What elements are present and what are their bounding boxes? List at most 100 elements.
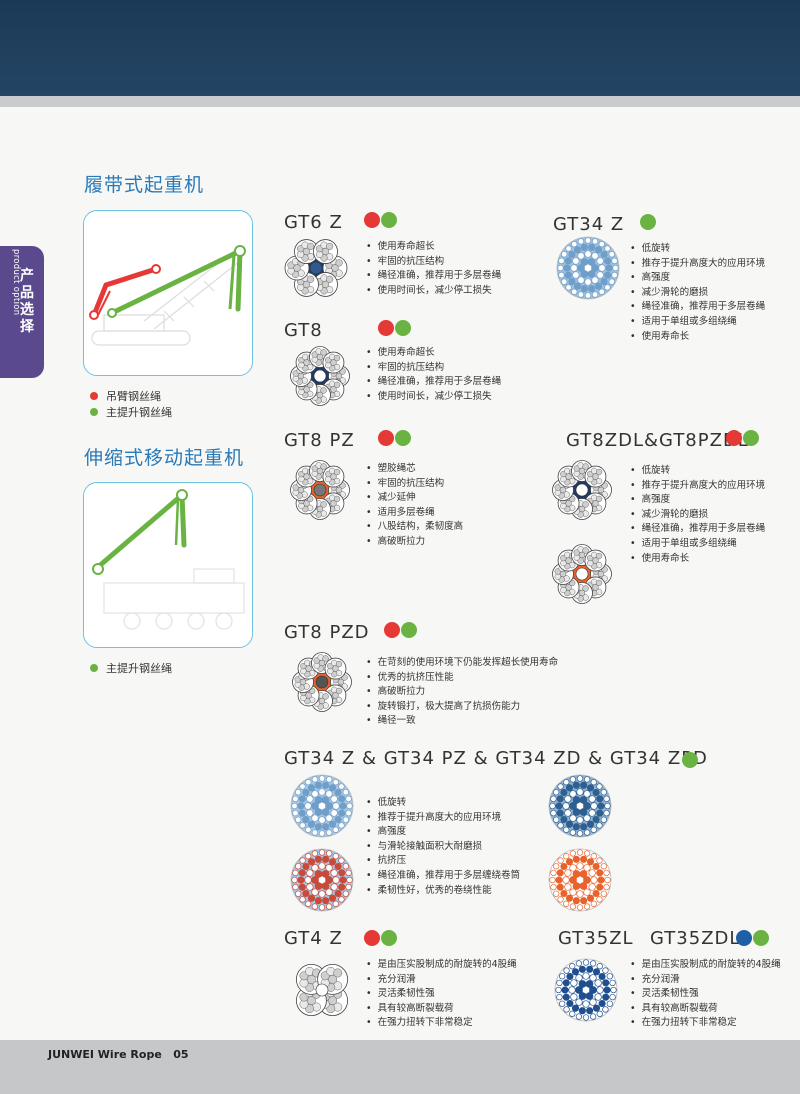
green-dot-icon bbox=[395, 430, 411, 446]
feature-item: 牢固的抗压结构 bbox=[366, 477, 463, 492]
product-title: GT8 PZD bbox=[284, 622, 370, 643]
feature-list: 使用寿命超长牢固的抗压结构绳径准确，推荐用于多层卷绳使用时间长，减少停工损失 bbox=[366, 346, 502, 405]
feature-item: 适用于单组或多组绕绳 bbox=[630, 537, 765, 552]
rope-cross-section-image bbox=[292, 652, 352, 712]
product-title: GT8 bbox=[284, 320, 323, 341]
feature-item: 绳径准确，推荐用于多层卷绳 bbox=[366, 375, 502, 390]
feature-item: 推存于提升高度大的应用环境 bbox=[630, 479, 766, 494]
feature-item: 减少滑轮的磨损 bbox=[630, 286, 765, 301]
rope-cross-section-image bbox=[552, 460, 612, 520]
red-dot-icon bbox=[90, 392, 98, 400]
feature-item: 使用寿命长 bbox=[630, 552, 765, 567]
feature-item: 适用多层卷绳 bbox=[366, 506, 463, 521]
product-title: GT35ZDL bbox=[650, 928, 741, 949]
green-dot-icon bbox=[90, 664, 98, 672]
feature-item: 低旋转 bbox=[630, 464, 765, 479]
product-title: GT34 Z bbox=[553, 214, 625, 235]
green-dot-icon bbox=[682, 752, 698, 768]
legend-label: 主提升钢丝绳 bbox=[106, 406, 172, 419]
feature-item: 减少延伸 bbox=[366, 491, 463, 506]
feature-item: 在强力扭转下非常稳定 bbox=[366, 1016, 517, 1031]
legend-crawler: 吊臂钢丝绳 主提升钢丝绳 bbox=[90, 388, 172, 420]
product-title: GT34 Z & GT34 PZ & GT34 ZD & GT34 ZPD bbox=[284, 748, 708, 769]
feature-item: 与滑轮接触面积大耐磨损 bbox=[366, 840, 520, 855]
rope-cross-section-image bbox=[290, 460, 350, 520]
rope-cross-section-image bbox=[552, 544, 612, 604]
feature-item: 适用于单组或多组绕绳 bbox=[630, 315, 765, 330]
green-dot-icon bbox=[753, 930, 769, 946]
feature-item: 高强度 bbox=[630, 493, 765, 508]
product-title: GT8 PZ bbox=[284, 430, 355, 451]
feature-item: 推存于提升高度大的应用环境 bbox=[630, 257, 766, 272]
rope-cross-section-image bbox=[284, 239, 348, 297]
telescopic-crane-icon bbox=[92, 489, 245, 630]
rope-cross-section-image bbox=[548, 848, 612, 912]
telescopic-crane-illustration bbox=[83, 482, 253, 648]
crawler-crane-illustration bbox=[83, 210, 253, 376]
feature-item: 牢固的抗压结构 bbox=[366, 361, 501, 376]
feature-list: 塑胶绳芯牢固的抗压结构减少延伸适用多层卷绳八股结构，柔韧度高高破断拉力 bbox=[366, 462, 464, 550]
footer-text: JUNWEI Wire Rope 05 bbox=[48, 1048, 189, 1061]
feature-item: 是由压实股制成的耐旋转的4股绳 bbox=[630, 958, 781, 973]
feature-item: 使用寿命超长 bbox=[366, 240, 501, 255]
green-dot-icon bbox=[90, 408, 98, 416]
blue-dot-icon bbox=[736, 930, 752, 946]
feature-item: 高破断拉力 bbox=[366, 685, 558, 700]
product-title: GT8ZDL&GT8PZDL bbox=[566, 430, 749, 451]
feature-item: 旋转锻打，极大提高了抗损伤能力 bbox=[366, 700, 558, 715]
red-dot-icon bbox=[384, 622, 400, 638]
feature-item: 高破断拉力 bbox=[366, 535, 463, 550]
feature-item: 优秀的抗挤压性能 bbox=[366, 671, 558, 686]
feature-item: 是由压实股制成的耐旋转的4股绳 bbox=[366, 958, 517, 973]
feature-item: 充分润滑 bbox=[366, 973, 517, 988]
feature-item: 牢固的抗压结构 bbox=[366, 255, 501, 270]
footer-band: JUNWEI Wire Rope 05 bbox=[0, 1040, 800, 1094]
green-dot-icon bbox=[401, 622, 417, 638]
rope-cross-section-image bbox=[290, 848, 354, 912]
feature-list: 使用寿命超长牢固的抗压结构绳径准确，推荐用于多层卷绳使用时间长，减少停工损失 bbox=[366, 240, 502, 298]
feature-item: 绳径准确，推荐用于多层卷绳 bbox=[630, 522, 766, 537]
red-dot-icon bbox=[726, 430, 742, 446]
feature-item: 使用时间长，减少停工损失 bbox=[366, 390, 501, 405]
feature-list: 在苛刻的使用环境下仍能发挥超长使用寿命优秀的抗挤压性能高破断拉力旋转锻打，极大提… bbox=[366, 656, 559, 729]
product-title: GT6 Z bbox=[284, 212, 343, 233]
feature-item: 抗挤压 bbox=[366, 854, 520, 869]
feature-list: 是由压实股制成的耐旋转的4股绳充分润滑灵活柔韧性强具有较高断裂载荷在强力扭转下非… bbox=[366, 958, 517, 1031]
feature-item: 柔韧性好，优秀的卷绕性能 bbox=[366, 884, 520, 899]
side-tab-cn: 产品选择 bbox=[20, 268, 34, 335]
page-number: 05 bbox=[173, 1048, 189, 1061]
feature-item: 具有较高断裂载荷 bbox=[630, 1002, 781, 1017]
legend-telescopic: 主提升钢丝绳 bbox=[90, 660, 172, 676]
legend-item: 主提升钢丝绳 bbox=[90, 660, 172, 676]
feature-item: 灵活柔韧性强 bbox=[630, 987, 781, 1002]
red-dot-icon bbox=[364, 930, 380, 946]
section-title-crawler: 履带式起重机 bbox=[84, 174, 205, 196]
crawler-crane-icon bbox=[89, 245, 246, 346]
feature-item: 在苛刻的使用环境下仍能发挥超长使用寿命 bbox=[366, 656, 559, 671]
rope-cross-section-image bbox=[548, 774, 612, 838]
footer-brand: JUNWEI Wire Rope bbox=[48, 1048, 162, 1061]
legend-item: 吊臂钢丝绳 bbox=[90, 388, 172, 404]
header-banner bbox=[0, 0, 800, 96]
feature-list: 低旋转推存于提升高度大的应用环境高强度减少滑轮的磨损绳径准确，推荐用于多层卷绳适… bbox=[630, 242, 766, 345]
feature-item: 具有较高断裂载荷 bbox=[366, 1002, 517, 1017]
red-dot-icon bbox=[364, 212, 380, 228]
feature-item: 低旋转 bbox=[630, 242, 765, 257]
rope-cross-section-image bbox=[295, 963, 349, 1017]
legend-item: 主提升钢丝绳 bbox=[90, 404, 172, 420]
green-dot-icon bbox=[743, 430, 759, 446]
feature-item: 使用寿命长 bbox=[630, 330, 765, 345]
feature-item: 减少滑轮的磨损 bbox=[630, 508, 765, 523]
feature-item: 绳径准确，推荐用于多层缠绕卷筒 bbox=[366, 869, 521, 884]
feature-item: 推荐于提升高度大的应用环境 bbox=[366, 811, 520, 826]
side-tab-en: product option bbox=[11, 249, 21, 316]
feature-item: 八股结构，柔韧度高 bbox=[366, 520, 464, 535]
section-title-telescopic: 伸缩式移动起重机 bbox=[84, 447, 245, 469]
rope-cross-section-image bbox=[556, 236, 620, 300]
red-dot-icon bbox=[378, 320, 394, 336]
feature-item: 高强度 bbox=[630, 271, 765, 286]
feature-item: 使用寿命超长 bbox=[366, 346, 501, 361]
header-stripe bbox=[0, 96, 800, 107]
green-dot-icon bbox=[395, 320, 411, 336]
feature-item: 在强力扭转下非常稳定 bbox=[630, 1016, 781, 1031]
